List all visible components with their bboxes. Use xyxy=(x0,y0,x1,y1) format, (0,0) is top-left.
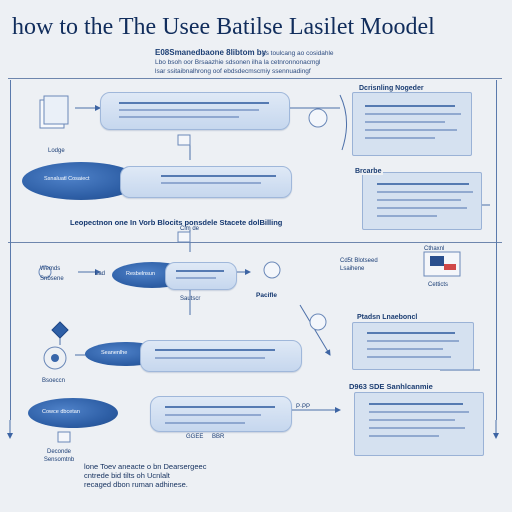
lower-right-panel: Ptadsn Lnaeboncl xyxy=(352,314,474,370)
panel-text-line xyxy=(369,411,469,413)
page-title: how to the The Usee Batilse Lasilet Mood… xyxy=(12,14,435,40)
middle-banner-text: Leopectnon one In Vorb Blocits ponsdele … xyxy=(70,218,283,227)
divider-top xyxy=(8,78,502,79)
panel-text-line xyxy=(365,137,435,139)
subtitle-line-3: lsar ssitaibnalhrong oof ebdsdecmscmiy s… xyxy=(155,68,311,75)
left-cloud-2-label: Resbelnsun xyxy=(126,271,156,277)
bubble-1-text-line xyxy=(119,116,239,118)
bubble-1-text-line xyxy=(119,109,259,111)
bubble-4-text-line xyxy=(155,349,275,351)
flow-bubble-4 xyxy=(140,340,302,372)
mid-right-label-2: Lsaihene xyxy=(340,266,365,272)
subtitle-heading: E08Smanedbaone 8libtom by xyxy=(155,48,267,57)
panel-text-line xyxy=(367,340,459,342)
panel-text-line xyxy=(377,215,437,217)
top-right-panel-heading: Dcrisnling Nogeder xyxy=(357,85,426,92)
mid-right-panel-heading: Brcarbe xyxy=(353,168,384,175)
panel-text-line xyxy=(365,105,455,107)
flow-bubble-2 xyxy=(120,166,292,198)
bubble-3-text-line xyxy=(176,277,216,279)
left-small-label-1: Wemds xyxy=(40,266,61,272)
flow-bubble-1 xyxy=(100,92,290,130)
left-cloud-4: Cowce dbcetan xyxy=(28,398,118,428)
right-flow-line xyxy=(496,80,497,420)
flow-bubble-3 xyxy=(165,262,237,290)
left-cloud-1-label: Ssnaluatl Cosaiect xyxy=(44,176,90,182)
panel-text-line xyxy=(367,356,451,358)
panel-text-line xyxy=(377,191,473,193)
left-cloud-1-title: Lodge xyxy=(48,148,65,154)
bottom-left-box-label: Deconde Sensomtnb xyxy=(43,449,75,463)
pp-label: P·PP xyxy=(296,404,311,410)
footer-line-3: recaged dbon ruman adhinese. xyxy=(84,480,188,489)
bubble-3-text-line xyxy=(176,270,224,272)
right-icon-label: Cetticts xyxy=(428,282,449,288)
pacifle-label: Pacifle xyxy=(256,292,277,299)
top-right-panel: Dcrisnling Nogeder xyxy=(352,85,472,156)
panel-text-line xyxy=(377,183,469,185)
lower-right-panel-heading: Ptadsn Lnaeboncl xyxy=(355,314,420,321)
right-icon-heading: Cthaxnl xyxy=(424,246,445,252)
panel-text-line xyxy=(377,199,461,201)
panel-text-line xyxy=(369,419,455,421)
panel-text-line xyxy=(365,113,461,115)
bottom-right-panel-heading: D963 SDE Sanhlcanmie xyxy=(347,382,435,391)
center-small-label: Sautscr xyxy=(180,296,201,302)
left-arrow-label: Lad xyxy=(95,271,106,277)
bbr-label: BBR xyxy=(212,434,225,440)
divider-middle xyxy=(8,242,502,243)
bubble-2-text-line xyxy=(161,175,276,177)
panel-text-line xyxy=(369,403,463,405)
left-bottom-label: Bsoeccn xyxy=(42,378,66,384)
middle-banner-small: Clm de xyxy=(180,226,200,232)
bubble-5-text-line xyxy=(165,406,275,408)
panel-text-line xyxy=(377,207,467,209)
flow-bubble-5 xyxy=(150,396,292,432)
panel-text-line xyxy=(367,348,443,350)
bubble-5-text-line xyxy=(165,414,261,416)
bubble-4-text-line xyxy=(155,357,265,359)
left-cloud-4-label: Cowce dbcetan xyxy=(42,409,80,415)
ggee-label: GGEE xyxy=(186,434,204,440)
bubble-1-text-line xyxy=(119,102,269,104)
mid-right-panel: Brcarbe xyxy=(353,168,482,230)
subtitle-line-1: ns toulcang ao cosidahle xyxy=(262,50,334,57)
panel-text-line xyxy=(365,129,457,131)
panel-text-line xyxy=(365,121,445,123)
mid-right-label: Cd5t Blotseed xyxy=(340,258,378,264)
footer-text: lone Toev aneacte o bn Dearsergeec cntre… xyxy=(84,462,254,489)
panel-text-line xyxy=(367,332,455,334)
panel-text-line xyxy=(369,427,465,429)
footer-line-2: cntrede bid tilts oh Ucnlalt xyxy=(84,471,170,480)
panel-text-line xyxy=(369,435,439,437)
bottom-right-panel: D963 SDE Sanhlcanmie xyxy=(347,382,484,456)
footer-line-1: lone Toev aneacte o bn Dearsergeec xyxy=(84,462,207,471)
bubble-2-text-line xyxy=(161,182,261,184)
left-flow-line xyxy=(10,80,11,420)
left-cloud-3-label: Seanenlhe xyxy=(101,350,128,356)
subtitle-line-2: Lbo bsoh oor Brsaazhie sdsonen ilha la c… xyxy=(155,59,321,66)
left-small-label-2: Snbsene xyxy=(40,276,64,282)
bubble-5-text-line xyxy=(165,422,245,424)
